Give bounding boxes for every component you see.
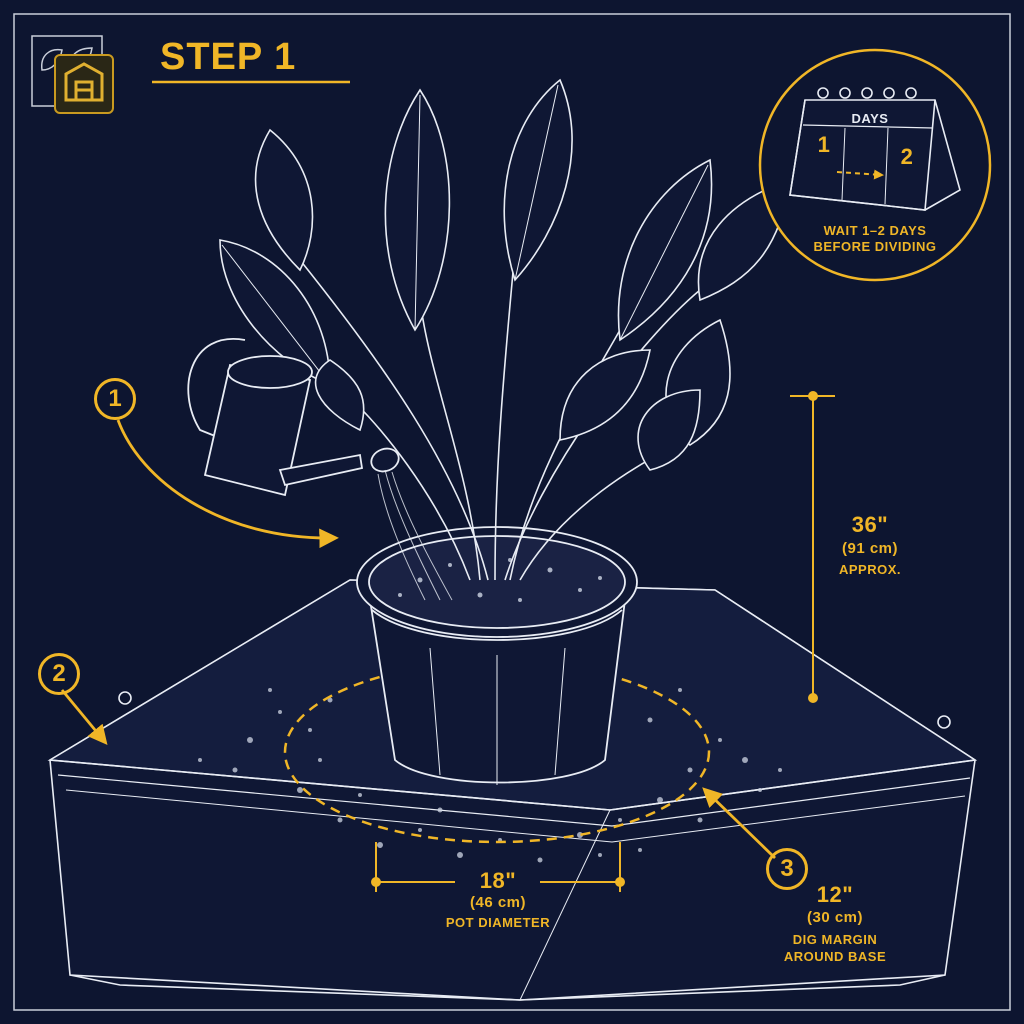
calendar-day-arrow (836, 169, 884, 180)
height-metric: (91 cm) (841, 540, 899, 557)
callout-number-1: 1 (94, 378, 136, 420)
margin-imperial: 12" (816, 882, 854, 907)
height-dimension-line (790, 391, 835, 703)
brand-logo (54, 54, 114, 114)
callout-3-arrow (702, 787, 776, 860)
pot-diameter-dimension-line (371, 842, 625, 892)
plant (219, 78, 791, 581)
callout-1-arrow (116, 419, 339, 549)
calendar-icon (789, 87, 961, 211)
margin-note-line1: DIG MARGIN (792, 932, 878, 947)
calendar-day-end: 2 (900, 144, 914, 169)
height-imperial: 36" (851, 512, 889, 537)
calendar-day-start: 1 (817, 132, 831, 157)
calendar-caption-line1: WAIT 1–2 DAYS (823, 223, 927, 238)
home-icon (64, 62, 104, 102)
pot-diameter-imperial: 18" (479, 868, 517, 893)
watering-can (187, 337, 400, 497)
pot-soil (398, 558, 602, 602)
calendar-caption-line2: BEFORE DIVIDING (813, 239, 937, 254)
pot-diameter-metric: (46 cm) (469, 894, 527, 911)
water-stream (377, 469, 453, 601)
callout-number-3: 3 (766, 848, 808, 890)
pot (356, 526, 638, 785)
step-title: STEP 1 (160, 36, 297, 78)
margin-metric: (30 cm) (806, 909, 864, 926)
margin-note-line2: AROUND BASE (783, 949, 887, 964)
calendar-header: DAYS (851, 111, 889, 126)
callout-2-arrow (60, 689, 108, 746)
callout-number-2: 2 (38, 653, 80, 695)
pot-diameter-note: POT DIAMETER (445, 915, 551, 930)
page-frame (13, 13, 1011, 1011)
height-note: APPROX. (838, 562, 901, 577)
